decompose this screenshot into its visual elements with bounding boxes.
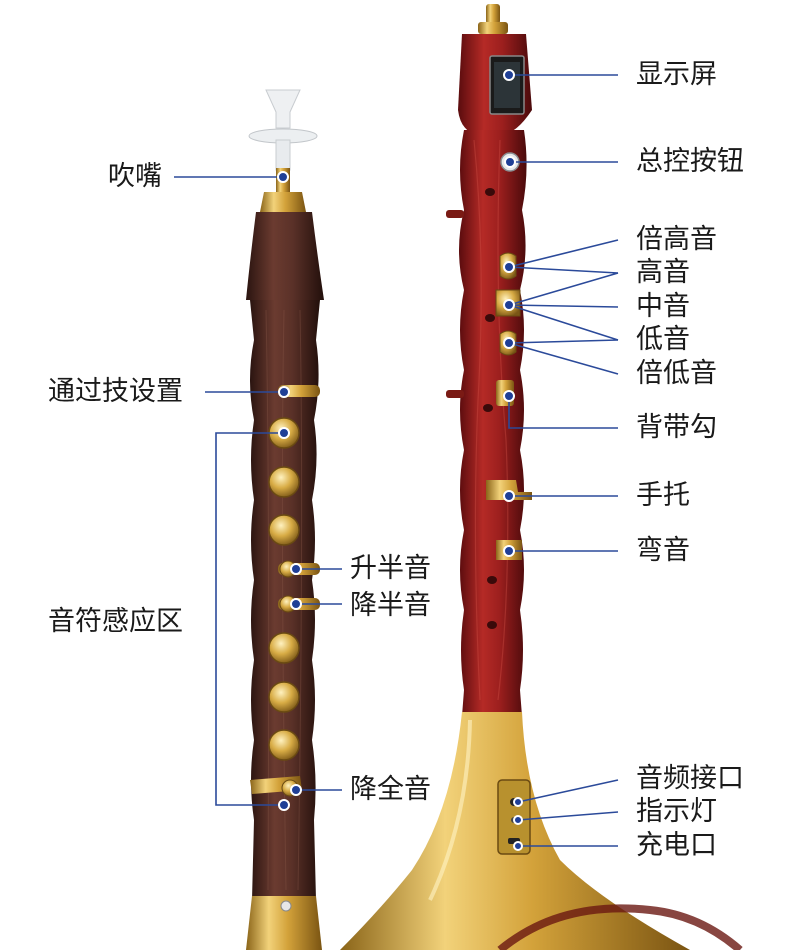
label-strap-hook: 背带勾	[636, 412, 717, 443]
label-double-low: 倍低音	[636, 358, 717, 389]
mouthpiece-reed	[265, 89, 301, 129]
label-low: 低音	[636, 324, 690, 355]
left-bell	[246, 896, 322, 950]
side-holes	[483, 188, 497, 629]
label-flat-half: 降半音	[350, 590, 431, 621]
label-flat-whole: 降全音	[350, 774, 431, 805]
side-pegs	[446, 210, 464, 398]
label-thumb-rest: 手托	[636, 480, 690, 511]
callout-dots	[277, 69, 523, 851]
label-display: 显示屏	[636, 59, 717, 90]
label-master-button: 总控按钮	[636, 146, 744, 177]
top-ferrule	[260, 192, 306, 212]
label-high: 高音	[636, 257, 690, 288]
label-note-sensing-area: 音符感应区	[48, 606, 183, 637]
label-middle: 中音	[636, 291, 690, 322]
left-finger-keys	[268, 417, 300, 761]
label-mouthpiece: 吹嘴	[108, 161, 162, 192]
right-instrument	[340, 4, 743, 950]
label-pitch-bend: 弯音	[636, 535, 690, 566]
mouthpiece-stem	[275, 139, 291, 171]
label-charging-port: 充电口	[636, 830, 717, 861]
label-pass-key-setting: 通过技设置	[48, 376, 183, 407]
label-audio-port: 音频接口	[636, 763, 744, 794]
label-indicator: 指示灯	[636, 796, 717, 827]
left-top-cap	[246, 212, 324, 300]
leader-lines	[174, 74, 619, 847]
label-sharp-half: 升半音	[350, 553, 431, 584]
label-double-high: 倍高音	[636, 224, 717, 255]
left-instrument	[246, 89, 324, 950]
